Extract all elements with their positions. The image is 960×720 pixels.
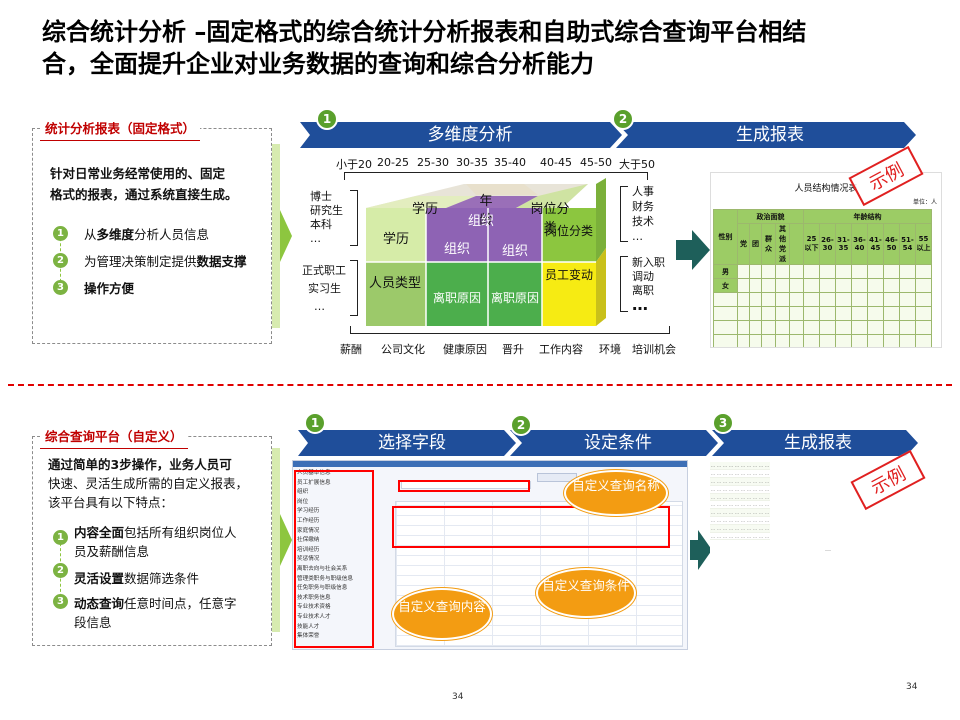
cube-front-edu: 学历 <box>366 228 426 247</box>
top-step-badge-2: 2 <box>612 108 634 130</box>
cube-front-post: 岗位分类 <box>542 222 596 239</box>
bottom-step-badge-2: 2 <box>510 414 532 436</box>
age-label: 35-40 <box>494 156 526 169</box>
stat-feature-1: 从多维度分析人员信息 <box>84 225 209 245</box>
reason-label: 薪酬 <box>340 341 362 357</box>
banner-gen-report-bottom: 生成报表 <box>720 431 916 455</box>
reason-label: 晋升 <box>502 341 524 357</box>
banner-gen-report-top: 生成报表 <box>630 123 910 147</box>
reason-label: 工作内容 <box>539 341 583 357</box>
panel-side-arrow-2 <box>280 514 292 566</box>
reason-brace <box>350 326 670 334</box>
to-result-arrow <box>690 530 712 570</box>
query-feature-3: 动态查询任意时间点，任意字段信息 <box>74 594 237 632</box>
cube-front-org1: 组织 <box>426 238 488 257</box>
name-redbox <box>398 480 530 492</box>
stat-feature-3: 操作方便 <box>84 279 134 299</box>
query-feature-2: 灵活设置数据筛选条件 <box>74 569 199 589</box>
cube-top-org: 组织 <box>464 210 498 229</box>
result-rows-omitted: … <box>710 546 946 553</box>
cube-bottom-leave1: 离职原因 <box>426 289 488 306</box>
age-label: 大于50 <box>619 156 655 172</box>
to-report-arrow <box>676 230 710 270</box>
type-labels: 正式职工实习生… <box>302 262 346 316</box>
result-table: ………………………… ………………………… ………………………… …………………… <box>710 462 770 540</box>
banner-multi-dim: 多维度分析 <box>320 123 620 147</box>
result-report-sample: ………………………… ………………………… ………………………… …………………… <box>710 462 946 652</box>
edu-labels: 博士研究生本科… <box>310 190 343 246</box>
title-line-1: 综合统计分析 –固定格式的综合统计分析报表和自助式综合查询平台相结 <box>42 16 942 48</box>
banner-select-fields: 选择字段 <box>312 431 512 455</box>
panel-side-strip <box>272 144 280 328</box>
query-platform-tag: 综合查询平台（自定义） <box>40 426 188 445</box>
callout-query-content: 自定义查询内容 <box>392 588 492 640</box>
age-label: 20-25 <box>377 156 409 169</box>
query-badge-1: 1 <box>53 530 68 545</box>
cube-top-edu: 学历 <box>410 198 440 217</box>
age-label: 45-50 <box>580 156 612 169</box>
panel-side-strip-2 <box>272 448 280 632</box>
report-unit: 单位：人 <box>913 197 937 206</box>
callout-query-condition: 自定义查询条件 <box>536 568 636 618</box>
change-brace <box>620 256 628 312</box>
bottom-step-badge-3: 3 <box>712 412 734 434</box>
reason-label: 公司文化 <box>381 341 425 357</box>
step-badge-3: 3 <box>53 280 68 295</box>
dept-labels: 人事财务技术… <box>632 184 654 244</box>
query-lead: 通过简单的3步操作，业务人员可 快速、灵活生成所需的自定义报表， 该平台具有以下… <box>48 455 248 512</box>
page-number-right: 34 <box>906 682 917 692</box>
age-label: 25-30 <box>417 156 449 169</box>
title-line-2: 合，全面提升企业对业务数据的查询和综合分析能力 <box>42 48 942 80</box>
slide-title: 综合统计分析 –固定格式的综合统计分析报表和自助式综合查询平台相结 合，全面提升… <box>42 16 942 80</box>
panel-side-arrow <box>280 210 292 262</box>
stat-report-lead: 针对日常业务经常使用的、固定 格式的报表，通过系统直接生成。 <box>50 163 238 205</box>
report-sample: 人员结构情况表 单位：人 性别 政治面貌 年龄结构 党团 群众其他党派 25以下… <box>710 172 942 348</box>
cube-bottom-change: 员工变动 <box>542 266 596 283</box>
age-label: 30-35 <box>456 156 488 169</box>
query-header-bar <box>293 461 687 467</box>
change-labels: 新入职调动离职… <box>632 256 665 312</box>
stat-feature-2: 为管理决策制定提供数据支撑 <box>84 252 247 272</box>
reason-label: 培训机会 <box>632 341 676 357</box>
section-divider <box>8 384 952 386</box>
step-badge-1: 1 <box>53 226 68 241</box>
query-badge-3: 3 <box>53 594 68 609</box>
top-step-badge-1: 1 <box>316 108 338 130</box>
bottom-step-badge-1: 1 <box>304 412 326 434</box>
age-label: 小于20 <box>336 156 372 172</box>
reason-label: 环境 <box>599 341 621 357</box>
query-badge-2: 2 <box>53 563 68 578</box>
cube-front-org2: 组织 <box>488 240 542 259</box>
stat-report-tag: 统计分析报表（固定格式） <box>40 118 200 137</box>
age-label: 40-45 <box>540 156 572 169</box>
banner-set-conditions: 设定条件 <box>518 431 718 455</box>
page-number-center: 34 <box>452 692 463 702</box>
query-feature-1: 内容全面包括所有组织岗位人员及薪酬信息 <box>74 523 237 561</box>
content-redbox <box>294 470 374 648</box>
dept-brace <box>620 186 628 242</box>
reason-label: 健康原因 <box>443 341 487 357</box>
step-badge-2: 2 <box>53 253 68 268</box>
cube-bottom-type: 人员类型 <box>364 272 426 291</box>
cube-bottom-leave2: 离职原因 <box>488 289 542 306</box>
callout-query-name: 自定义查询名称 <box>564 470 668 516</box>
